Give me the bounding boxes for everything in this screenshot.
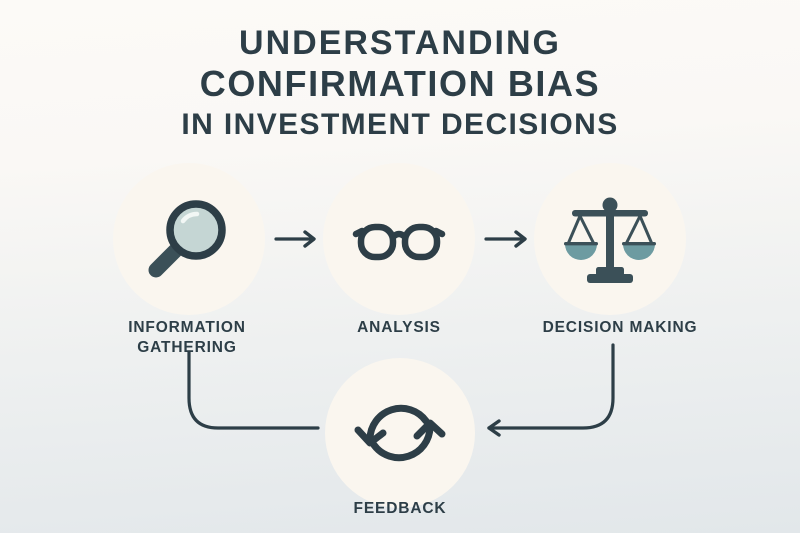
magnifying-glass-icon bbox=[148, 200, 226, 278]
balance-scales-icon bbox=[564, 197, 656, 283]
step-label-decision-making: DECISION MAKING bbox=[542, 319, 698, 336]
connector-analysis-to-decision bbox=[484, 230, 527, 248]
step-icon-circle-analysis bbox=[323, 163, 475, 315]
title-line-1: UNDERSTANDING bbox=[239, 24, 561, 62]
step-label-feedback: FEEDBACK bbox=[353, 500, 447, 517]
connector-decision-to-feedback bbox=[487, 343, 615, 437]
title-line-3: IN INVESTMENT DECISIONS bbox=[181, 108, 619, 142]
connector-feedback-to-info bbox=[187, 350, 320, 430]
step-icon-circle-decision-making bbox=[534, 163, 686, 315]
step-icon-circle-information-gathering bbox=[113, 163, 265, 315]
connector-info-to-analysis bbox=[274, 230, 316, 248]
step-label-analysis: ANALYSIS bbox=[357, 319, 441, 336]
page-title: UNDERSTANDING CONFIRMATION BIAS IN INVES… bbox=[0, 24, 800, 142]
title-line-2: CONFIRMATION BIAS bbox=[199, 63, 601, 105]
step-icon-circle-feedback bbox=[325, 358, 475, 508]
refresh-cycle-icon bbox=[354, 404, 446, 462]
eyeglasses-icon bbox=[352, 223, 446, 261]
step-label-information-gathering: INFORMATION GATHERING bbox=[128, 319, 246, 357]
